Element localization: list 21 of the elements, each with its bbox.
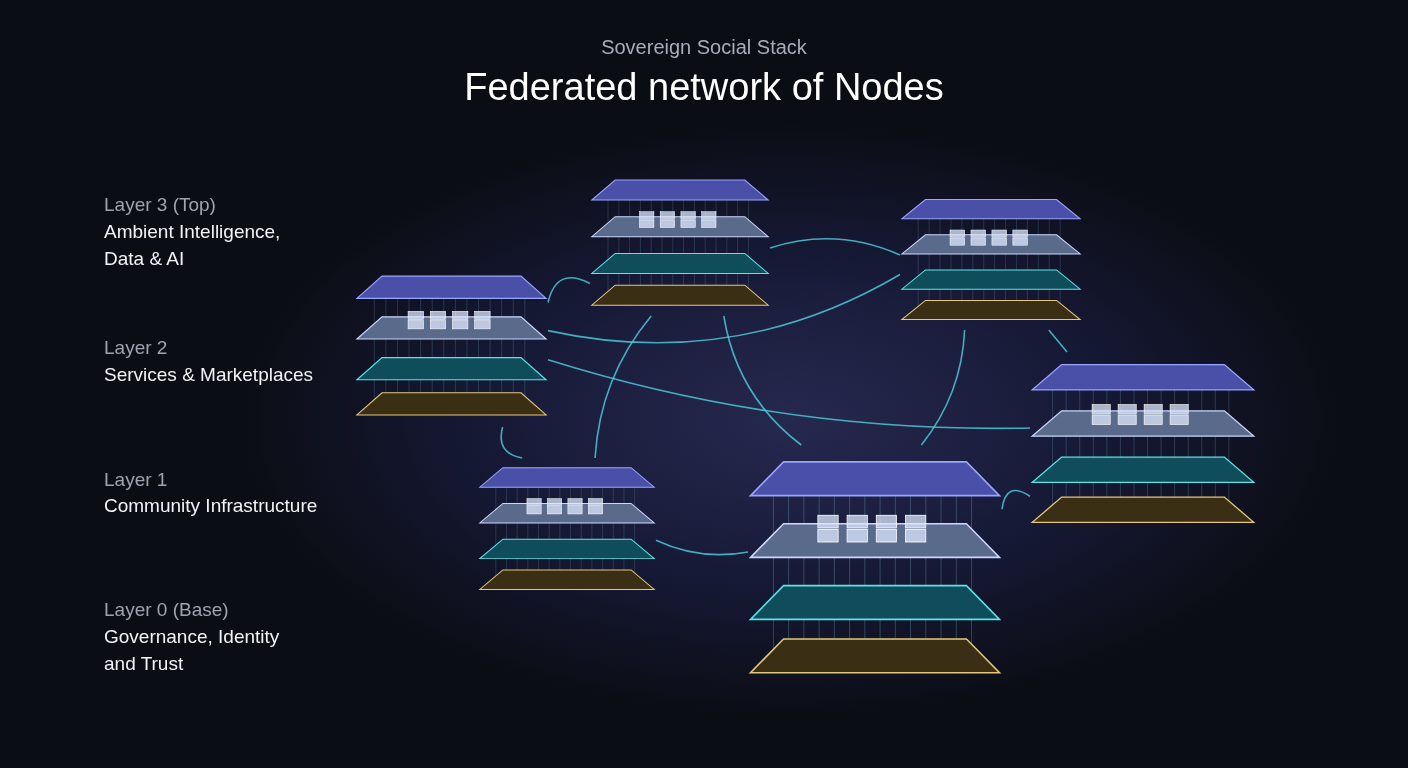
layer-name: Layer 2 [104, 336, 169, 360]
connection-line [547, 273, 901, 344]
connection-line [769, 237, 901, 256]
connection-line [547, 358, 1031, 430]
layer-name: Layer 0 (Base) [104, 598, 230, 622]
connection-line [723, 315, 802, 446]
connection-line [1001, 489, 1031, 511]
connection-line [594, 315, 652, 459]
connection-line [547, 276, 591, 304]
connection-line [920, 329, 966, 446]
title: Federated network of Nodes [463, 66, 945, 109]
layer-name: Layer 3 (Top) [104, 193, 217, 217]
layer-description: Services & Marketplaces [104, 363, 315, 387]
layer-description: Ambient Intelligence, Data & AI [104, 220, 282, 271]
layer-description: Governance, Identity and Trust [104, 625, 281, 676]
subtitle: Sovereign Social Stack [600, 36, 808, 59]
connection-line [1048, 329, 1068, 353]
connection-line [655, 539, 749, 556]
layer-name: Layer 1 [104, 468, 169, 492]
connection-line [500, 426, 523, 459]
layer-description: Community Infrastructure [104, 494, 319, 518]
